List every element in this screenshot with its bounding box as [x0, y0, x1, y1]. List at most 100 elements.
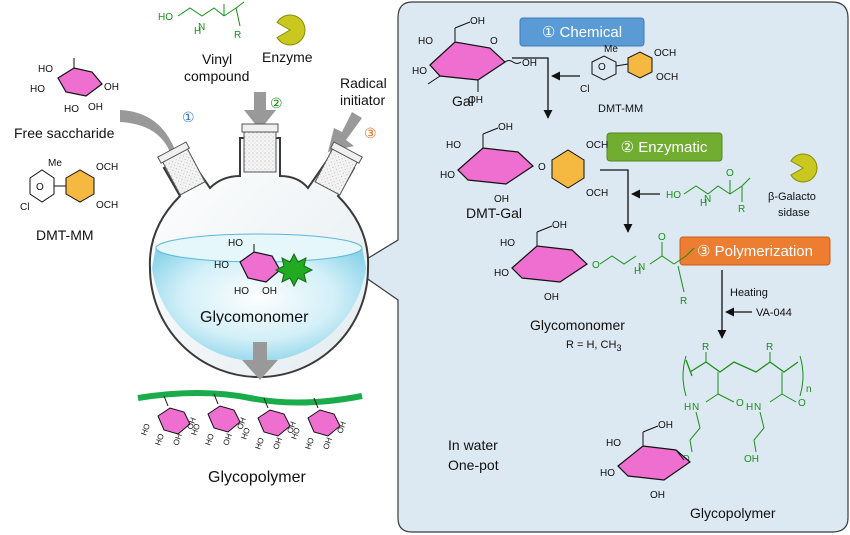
svg-text:R: R [234, 30, 241, 41]
svg-text:HO: HO [158, 12, 173, 23]
radical-initiator-label-1: Radical [340, 75, 387, 91]
svg-text:HO: HO [606, 438, 621, 449]
svg-text:HO: HO [239, 426, 252, 440]
svg-text:OH: OH [271, 436, 284, 451]
chemical-step-arrow [512, 57, 580, 119]
svg-text:HO: HO [234, 286, 249, 297]
glycopolymer-structure: n R R O H N O H N O OH HO OH HO OH [600, 342, 812, 501]
svg-text:OH: OH [650, 490, 665, 501]
heating-label: Heating [730, 287, 768, 299]
svg-text:OH: OH [522, 58, 537, 69]
green-star-icon [274, 252, 314, 288]
svg-text:OCH: OCH [656, 72, 678, 83]
gal-structure: HO OH HO OH OH O [412, 16, 537, 106]
svg-text:HO: HO [153, 432, 166, 446]
svg-text:HO: HO [446, 140, 461, 151]
flask-output-arrow [242, 342, 278, 380]
dmt-mm-label-right: DMT-MM [598, 103, 643, 115]
vinyl-input-arrow [244, 92, 276, 130]
svg-text:HO: HO [440, 170, 455, 181]
svg-text:OH: OH [88, 102, 103, 113]
beta-galactosidase-label-1: β-Galacto [768, 191, 816, 203]
reaction-scheme-panel [350, 1, 849, 533]
svg-text:HO: HO [289, 426, 302, 440]
glycopolymer-label-right: Glycopolymer [690, 505, 776, 521]
svg-text:OH: OH [468, 95, 483, 106]
svg-text:N: N [692, 402, 699, 413]
glycomonomer-in-flask: HO HO HO OH [214, 238, 314, 297]
svg-text:O: O [598, 62, 606, 73]
svg-text:HO: HO [139, 422, 152, 436]
svg-text:N: N [198, 22, 205, 33]
svg-text:OCH: OCH [586, 140, 608, 151]
svg-text:OCH: OCH [654, 48, 676, 59]
svg-text:H: H [746, 402, 753, 413]
svg-text:O: O [490, 36, 498, 47]
pendant-saccharide-3 [257, 397, 291, 437]
svg-text:OH: OH [285, 420, 298, 435]
glycomonomer-label-right: Glycomonomer [530, 317, 625, 333]
r-definition: R = H, CH3 [566, 339, 621, 353]
radical-initiator-label-2: initiator [340, 92, 385, 108]
svg-text:HO: HO [228, 238, 243, 249]
svg-text:HO: HO [30, 84, 45, 95]
svg-text:HO: HO [189, 422, 202, 436]
svg-text:O: O [538, 162, 546, 173]
svg-text:HO: HO [64, 104, 79, 115]
svg-text:H: H [194, 26, 201, 37]
in-water-label: In water [448, 437, 498, 453]
enzyme-icon [276, 14, 306, 46]
svg-text:OCH: OCH [96, 200, 118, 211]
va044-label: VA-044 [756, 307, 792, 319]
svg-text:OH: OH [470, 16, 485, 27]
dmt-mm-reagent-small: O Me OCH OCH Cl [580, 44, 678, 95]
enzymatic-step-arrow [600, 169, 660, 233]
svg-text:HO: HO [600, 468, 615, 479]
svg-text:Cl: Cl [20, 202, 29, 213]
svg-text:H: H [634, 266, 641, 277]
svg-text:OH: OH [744, 454, 759, 465]
marker-3: ③ [364, 125, 377, 141]
dmt-mm-structure: O Me OCH OCH Cl [20, 158, 118, 213]
beta-galactosidase-label-2: sidase [778, 207, 810, 219]
svg-text:Cl: Cl [580, 84, 589, 95]
svg-text:OH: OH [185, 416, 198, 431]
svg-text:OH: OH [321, 436, 334, 451]
svg-text:Me: Me [48, 158, 62, 169]
svg-text:OH: OH [235, 416, 248, 431]
svg-text:O: O [658, 232, 666, 243]
vinyl-compound-label-2: compound [184, 68, 249, 84]
svg-text:HO: HO [303, 436, 316, 450]
svg-text:R: R [766, 342, 773, 353]
svg-text:O: O [726, 168, 734, 179]
step1-chemical-box: ① Chemical [519, 17, 645, 47]
svg-text:OH: OH [262, 286, 277, 297]
svg-text:O: O [592, 260, 600, 271]
glycomonomer-label-left: Glycomonomer [200, 309, 309, 326]
glycopolymer-illustration: HO HO OH OH HO HO OH OH HO HO OH OH HO H… [137, 390, 363, 451]
step3-label: ③ Polymerization [697, 243, 813, 260]
vinyl-compound-label-1: Vinyl [202, 51, 232, 67]
svg-text:N: N [704, 194, 711, 205]
three-neck-flask [148, 123, 370, 378]
polymerization-arrow [717, 270, 752, 339]
pendant-saccharide-4 [307, 397, 341, 437]
gal-label: Gal [452, 93, 474, 109]
svg-text:HO: HO [38, 64, 53, 75]
svg-text:R: R [738, 204, 745, 215]
svg-text:R: R [702, 342, 709, 353]
svg-text:n: n [806, 384, 812, 395]
svg-text:OCH: OCH [96, 162, 118, 173]
svg-text:HO: HO [412, 66, 427, 77]
pendant-saccharide-2 [207, 393, 241, 433]
svg-text:N: N [638, 262, 645, 273]
marker-1: ① [182, 109, 195, 125]
svg-text:HO: HO [494, 268, 509, 279]
glycopolymer-label-left: Glycopolymer [208, 469, 306, 486]
vinyl-compound-structure: HO H N R [158, 1, 245, 41]
svg-text:OH: OH [552, 220, 567, 231]
step1-label: ① Chemical [542, 24, 622, 41]
beta-galactosidase-icon [790, 153, 818, 183]
